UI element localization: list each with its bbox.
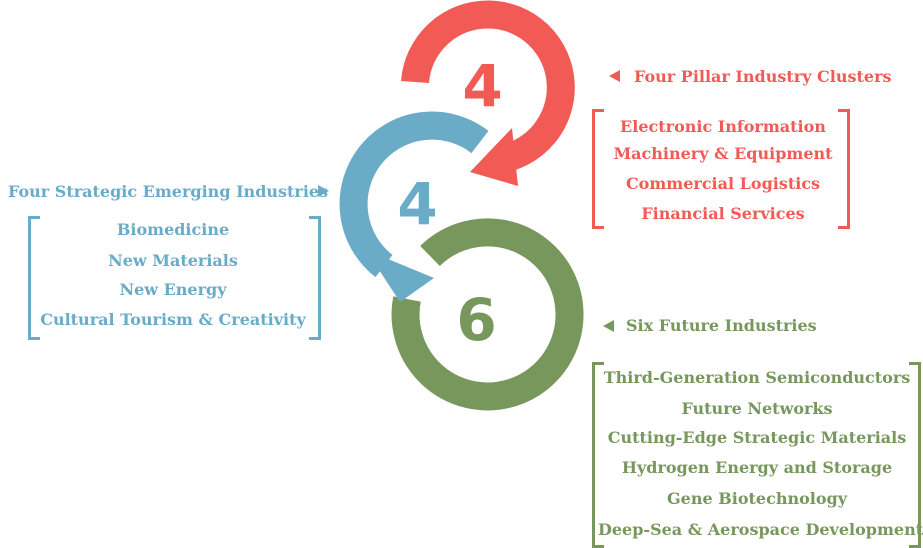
green-ring-number: 6: [456, 286, 497, 354]
green-item: Gene Biotechnology: [667, 489, 847, 508]
red-item: Machinery & Equipment: [613, 144, 833, 163]
green-item: Future Networks: [681, 399, 833, 418]
red-heading-pointer-icon: [609, 70, 620, 82]
red-bracket-right: [838, 109, 850, 229]
red-ring-number: 4: [462, 52, 503, 120]
red-ring-arc: [401, 0, 575, 174]
blue-ring-number: 4: [397, 170, 438, 238]
green-item: Hydrogen Energy and Storage: [621, 458, 893, 477]
blue-heading-pointer-icon: [318, 185, 329, 197]
green-item: Third-Generation Semiconductors: [603, 368, 911, 387]
blue-item: Biomedicine: [116, 220, 230, 239]
blue-group-heading: Four Strategic Emerging Industries: [8, 182, 329, 201]
green-item: Deep-Sea & Aerospace Development: [598, 520, 923, 539]
red-ring-arrowhead: [470, 128, 518, 186]
blue-ring-arc: [339, 111, 489, 278]
green-heading-pointer-icon: [603, 320, 614, 332]
red-group-heading: Four Pillar Industry Clusters: [634, 67, 892, 86]
blue-bracket-right: [309, 216, 321, 340]
green-group-heading: Six Future Industries: [626, 316, 817, 335]
red-item: Commercial Logistics: [625, 174, 821, 193]
green-ring-arc: [391, 218, 584, 411]
blue-bracket-left: [28, 216, 40, 340]
blue-item: New Materials: [108, 251, 238, 270]
red-item: Financial Services: [641, 204, 805, 223]
blue-item: New Energy: [119, 280, 227, 299]
blue-item: Cultural Tourism & Creativity: [40, 310, 306, 329]
blue-ring-arrowhead: [366, 250, 434, 302]
red-item: Electronic Information: [620, 117, 826, 136]
red-bracket-left: [592, 109, 604, 229]
green-item: Cutting-Edge Strategic Materials: [607, 428, 907, 447]
